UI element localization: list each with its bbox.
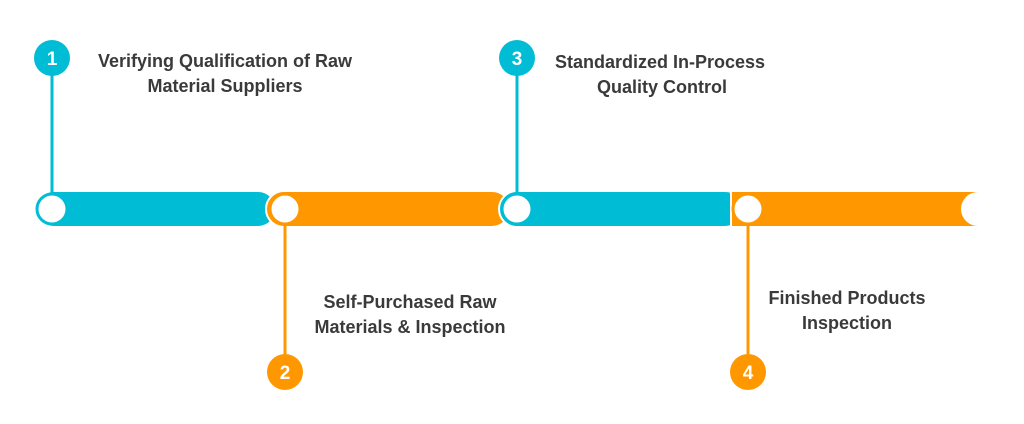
- step-badge-4: 4: [730, 354, 766, 390]
- step-label-4: Finished Products Inspection: [768, 288, 925, 333]
- step-badge-3: 3: [499, 40, 535, 76]
- step-number: 3: [512, 49, 523, 70]
- step-label-line: Verifying Qualification of Raw: [98, 51, 353, 71]
- step-number: 1: [47, 49, 58, 70]
- step-badge-2: 2: [267, 354, 303, 390]
- step-label-line: Finished Products: [768, 288, 925, 308]
- step-label-line: Material Suppliers: [147, 76, 302, 96]
- step-label-1: Verifying Qualification of Raw Material …: [98, 51, 353, 96]
- timeline-segment-4: [730, 190, 986, 228]
- step-label-line: Standardized In-Process: [555, 52, 765, 72]
- step-label-2: Self-Purchased Raw Materials & Inspectio…: [314, 292, 505, 337]
- step-label-line: Quality Control: [597, 77, 727, 97]
- step-label-line: Self-Purchased Raw: [323, 292, 497, 312]
- node-4: [731, 192, 765, 226]
- step-label-line: Inspection: [802, 313, 892, 333]
- timeline-segment-2: [265, 190, 511, 228]
- step-badge-1: 1: [34, 40, 70, 76]
- node-2: [268, 192, 302, 226]
- step-number: 4: [743, 363, 754, 384]
- timeline-segment-3: [498, 190, 744, 228]
- timeline-segment-1: [35, 190, 277, 228]
- node-3: [500, 192, 534, 226]
- step-label-line: Materials & Inspection: [314, 317, 505, 337]
- step-label-3: Standardized In-Process Quality Control: [555, 52, 765, 97]
- node-1: [35, 192, 69, 226]
- step-number: 2: [280, 363, 291, 384]
